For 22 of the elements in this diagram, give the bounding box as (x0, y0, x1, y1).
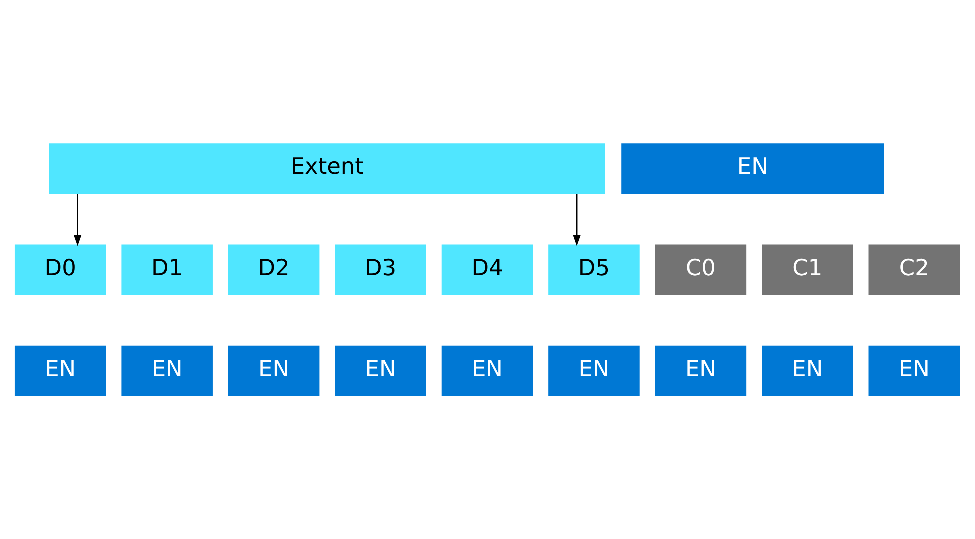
node-box: D4 (442, 244, 534, 295)
node-box: C2 (868, 244, 960, 295)
node-box: EN (655, 345, 747, 396)
node-box: D1 (122, 244, 213, 295)
node-box: C1 (762, 244, 854, 295)
node-box: EN (762, 345, 854, 396)
node-box: EN (122, 345, 213, 396)
node-box: Extent (49, 143, 606, 194)
node-box: D0 (14, 244, 106, 295)
node-box: C0 (655, 244, 747, 295)
node-box: EN (868, 345, 960, 396)
node-box: D2 (228, 244, 320, 295)
node-box: EN (548, 345, 640, 396)
node-box: EN (228, 345, 320, 396)
node-box: EN (442, 345, 534, 396)
node-box: EN (622, 143, 884, 194)
node-box: EN (335, 345, 426, 396)
arrow (573, 194, 581, 246)
node-box: D5 (548, 244, 640, 295)
node-box: D3 (335, 244, 426, 295)
arrow (74, 194, 82, 246)
node-box: EN (14, 345, 106, 396)
